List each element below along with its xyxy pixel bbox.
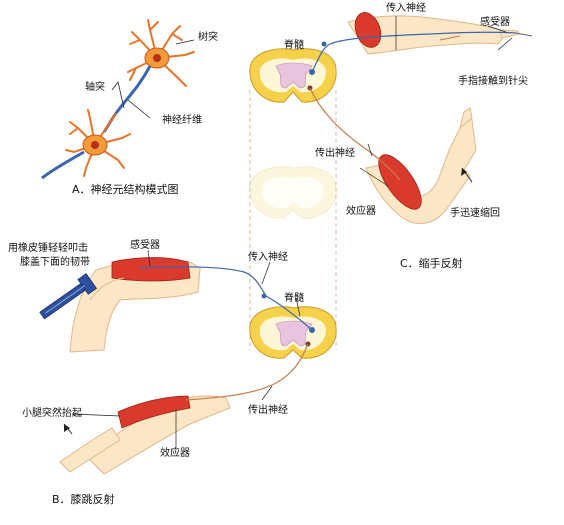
label-axon: 轴突 [85, 82, 105, 93]
neuron-diagram [41, 19, 195, 180]
label-receptor-c: 感受器 [480, 17, 510, 28]
leader-lines-b [71, 249, 301, 448]
label-effector-c: 效应器 [346, 206, 376, 217]
label-spinal-cord-c: 脊髓 [284, 40, 304, 51]
label-spinal-cord-b: 脊髓 [284, 293, 304, 304]
label-afferent-c: 传入神经 [386, 3, 426, 14]
spinal-cord-faded [249, 166, 337, 219]
label-nerve-fiber: 神经纤维 [162, 115, 202, 126]
nerves-c [309, 31, 517, 181]
spinal-cord-top [249, 48, 337, 103]
leader-lines-c [359, 16, 513, 187]
label-effector-b: 效应器 [160, 448, 190, 459]
label-hammer-line1: 用橡皮锤轻轻叩击 [8, 243, 88, 254]
dashed-guides [249, 90, 337, 350]
caption-neuron: A．神经元结构模式图 [72, 183, 179, 196]
label-hammer-line2: 膝盖下面的韧带 [20, 257, 90, 268]
lower-axon [41, 150, 85, 180]
arm-c [347, 12, 533, 224]
label-receptor-b: 感受器 [130, 240, 160, 251]
label-leg-lift: 小腿突然抬起 [22, 408, 82, 419]
leg-b [39, 257, 231, 475]
nerves-b [139, 266, 313, 401]
label-afferent-b: 传入神经 [248, 252, 288, 263]
caption-knee-jerk: B．膝跳反射 [52, 493, 115, 506]
caption-hand-reflex: C．缩手反射 [400, 257, 463, 270]
label-dendrite: 树突 [198, 32, 218, 43]
label-efferent-c: 传出神经 [315, 148, 355, 159]
lower-neuron-nucleus [91, 141, 99, 149]
neuron-leader-lines [111, 39, 195, 119]
upper-neuron-nucleus [153, 54, 161, 62]
spinal-cord-bottom [249, 306, 337, 359]
label-hand-withdraw: 手迅速缩回 [450, 208, 500, 219]
label-finger-touch: 手指接触到针尖 [458, 76, 528, 87]
label-efferent-b: 传出神经 [248, 405, 288, 416]
